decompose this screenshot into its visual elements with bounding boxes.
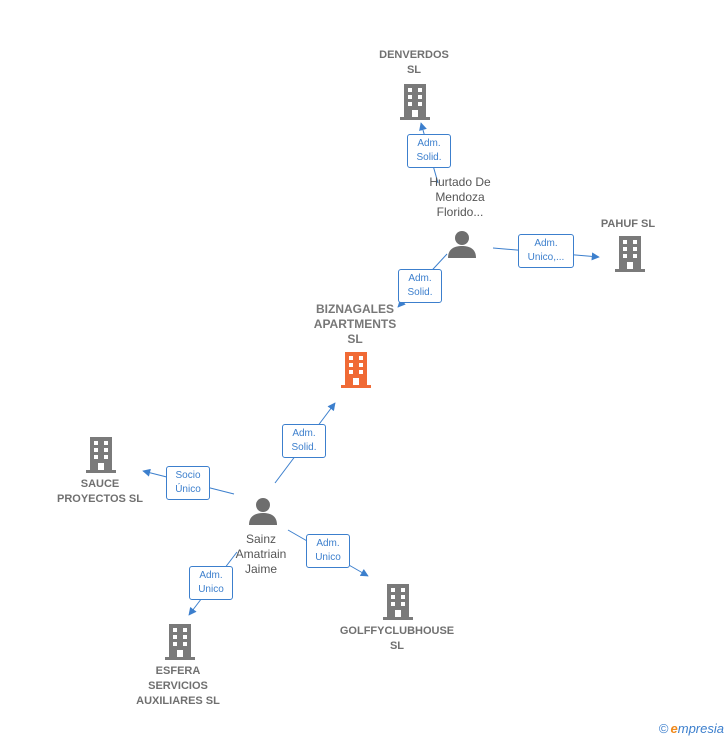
person-label-hurtado[interactable]: Hurtado De Mendoza Florido... <box>429 175 491 219</box>
company-label-golffy[interactable]: GOLFFYCLUBHOUSE SL <box>339 625 455 652</box>
brand-name: mpresia <box>677 721 724 736</box>
edge-label-hurtado-biznagales[interactable]: Adm. Solid. <box>398 269 442 303</box>
building-icon[interactable] <box>165 624 195 660</box>
company-label-pahuf[interactable]: PAHUF SL <box>600 218 656 230</box>
edge-label-sainz-golffy[interactable]: Adm. Unico <box>306 534 350 568</box>
copyright-symbol: © <box>658 721 669 736</box>
building-icon[interactable] <box>615 236 645 272</box>
person-label-sainz[interactable]: Sainz Amatriain Jaime <box>235 532 287 576</box>
edge-label-sainz-sauce[interactable]: Socio Único <box>166 466 210 500</box>
company-label-denverdos[interactable]: DENVERDOS SL <box>379 49 449 76</box>
building-icon[interactable] <box>383 584 413 620</box>
empresia-logo: ©empresia <box>659 721 724 736</box>
company-label-esfera[interactable]: ESFERA SERVICIOS AUXILIARES SL <box>136 665 220 707</box>
edge-label-sainz-esfera[interactable]: Adm. Unico <box>189 566 233 600</box>
brand-initial: e <box>670 721 678 736</box>
edge-label-hurtado-pahuf[interactable]: Adm. Unico,... <box>518 234 574 268</box>
edge-label-hurtado-denverdos[interactable]: Adm. Solid. <box>407 134 451 168</box>
company-label-biznagales[interactable]: BIZNAGALES APARTMENTS SL <box>313 302 397 346</box>
building-icon[interactable] <box>400 84 430 120</box>
company-label-sauce[interactable]: SAUCE PROYECTOS SL <box>57 478 143 505</box>
building-icon-highlight[interactable] <box>341 352 371 388</box>
person-icon[interactable] <box>248 496 278 526</box>
edge-label-sainz-biznagales[interactable]: Adm. Solid. <box>282 424 326 458</box>
person-icon[interactable] <box>447 229 477 259</box>
building-icon[interactable] <box>86 437 116 473</box>
